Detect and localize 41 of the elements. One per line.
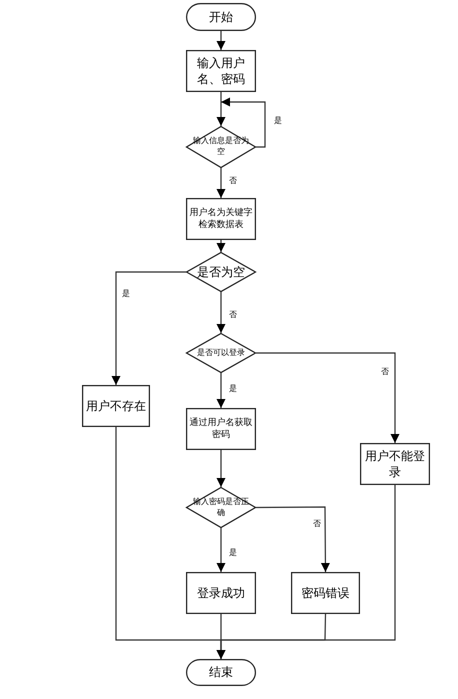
node-label: 用户不存在	[85, 398, 147, 414]
arrow	[216, 240, 226, 252]
node-label: 开始	[208, 8, 234, 26]
edge-label: 是	[274, 117, 282, 125]
edge-label: 否	[229, 311, 237, 319]
process-box	[291, 572, 360, 614]
arrow	[216, 485, 396, 659]
arrow	[216, 292, 226, 333]
arrow	[216, 528, 226, 572]
node-label: 是否为空	[196, 264, 246, 280]
node-label: 输入用户名、密码	[196, 54, 246, 88]
node-label: 密码错误	[300, 584, 350, 602]
arrow	[256, 506, 330, 572]
process-box	[186, 198, 256, 240]
process-box	[186, 572, 256, 614]
arrow	[216, 168, 226, 198]
arrow	[216, 92, 226, 126]
terminal-shape	[186, 3, 256, 31]
arrow	[256, 352, 400, 443]
process-box	[186, 50, 256, 92]
arrow	[216, 450, 226, 487]
arrow	[216, 31, 226, 50]
process-box	[82, 385, 150, 427]
terminal-shape	[186, 659, 256, 686]
arrow	[216, 373, 226, 408]
decision-diamond	[186, 333, 256, 373]
edge-label: 否	[381, 368, 389, 376]
node-label: 是否可以登录	[196, 348, 246, 358]
edge-label: 是	[122, 290, 130, 298]
node-label: 结束	[208, 664, 234, 681]
edge-label: 是	[229, 549, 237, 557]
decision-diamond	[186, 252, 256, 292]
process-box	[186, 408, 256, 450]
edge-label: 否	[313, 520, 321, 528]
edge-label: 否	[229, 177, 237, 185]
node-label: 用户不能登录	[365, 448, 425, 480]
node-label: 通过用户名获取密码	[189, 416, 253, 442]
edge-label: 是	[229, 385, 237, 393]
node-label: 登录成功	[196, 584, 246, 602]
node-label: 用户名为关键字检索数据表	[189, 206, 253, 232]
arrow	[112, 271, 186, 385]
